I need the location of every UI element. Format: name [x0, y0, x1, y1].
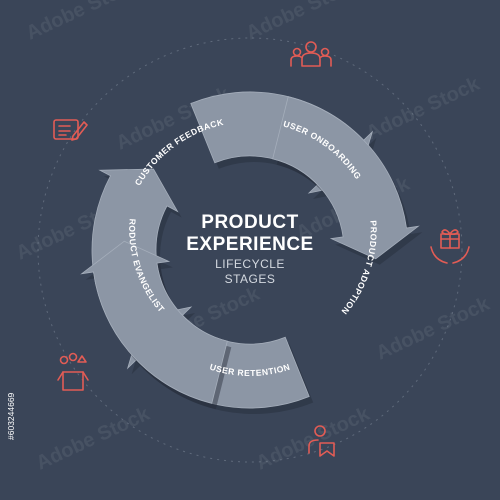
center-subtitle-line2: STAGES — [225, 272, 276, 286]
stage-label-product-evangelists: PRODUCT EVANGELISTS — [0, 0, 167, 315]
segment-product-adoption — [272, 96, 420, 260]
stock-id-label: #603244669 — [6, 392, 16, 440]
center-title-line1: PRODUCT — [201, 212, 298, 233]
product-box-icon — [57, 352, 89, 391]
center-subtitle-line1: LIFECYCLE — [215, 257, 285, 271]
cycle-segments — [80, 91, 423, 415]
watermark-text: Adobe Stock — [23, 0, 144, 45]
watermark-text: Adobe Stock — [363, 73, 484, 145]
dashed-guide-circle — [37, 37, 463, 463]
team-users-icon — [290, 41, 332, 67]
watermark-text: Adobe Stock — [253, 403, 374, 475]
user-bookmark-icon — [308, 425, 335, 457]
center-title: PRODUCT EXPERIENCE LIFECYCLE STAGES — [186, 212, 313, 286]
watermark-text: Adobe Stock — [373, 293, 494, 365]
segment-product-evangelists — [80, 240, 228, 404]
gift-in-hands-icon — [430, 229, 470, 264]
watermark-text: Adobe Stock — [33, 403, 154, 475]
stock-id-text: #603244669 — [6, 392, 16, 440]
stage-icons — [53, 41, 470, 457]
feedback-form-icon — [53, 119, 88, 141]
center-title-line2: EXPERIENCE — [186, 234, 313, 255]
